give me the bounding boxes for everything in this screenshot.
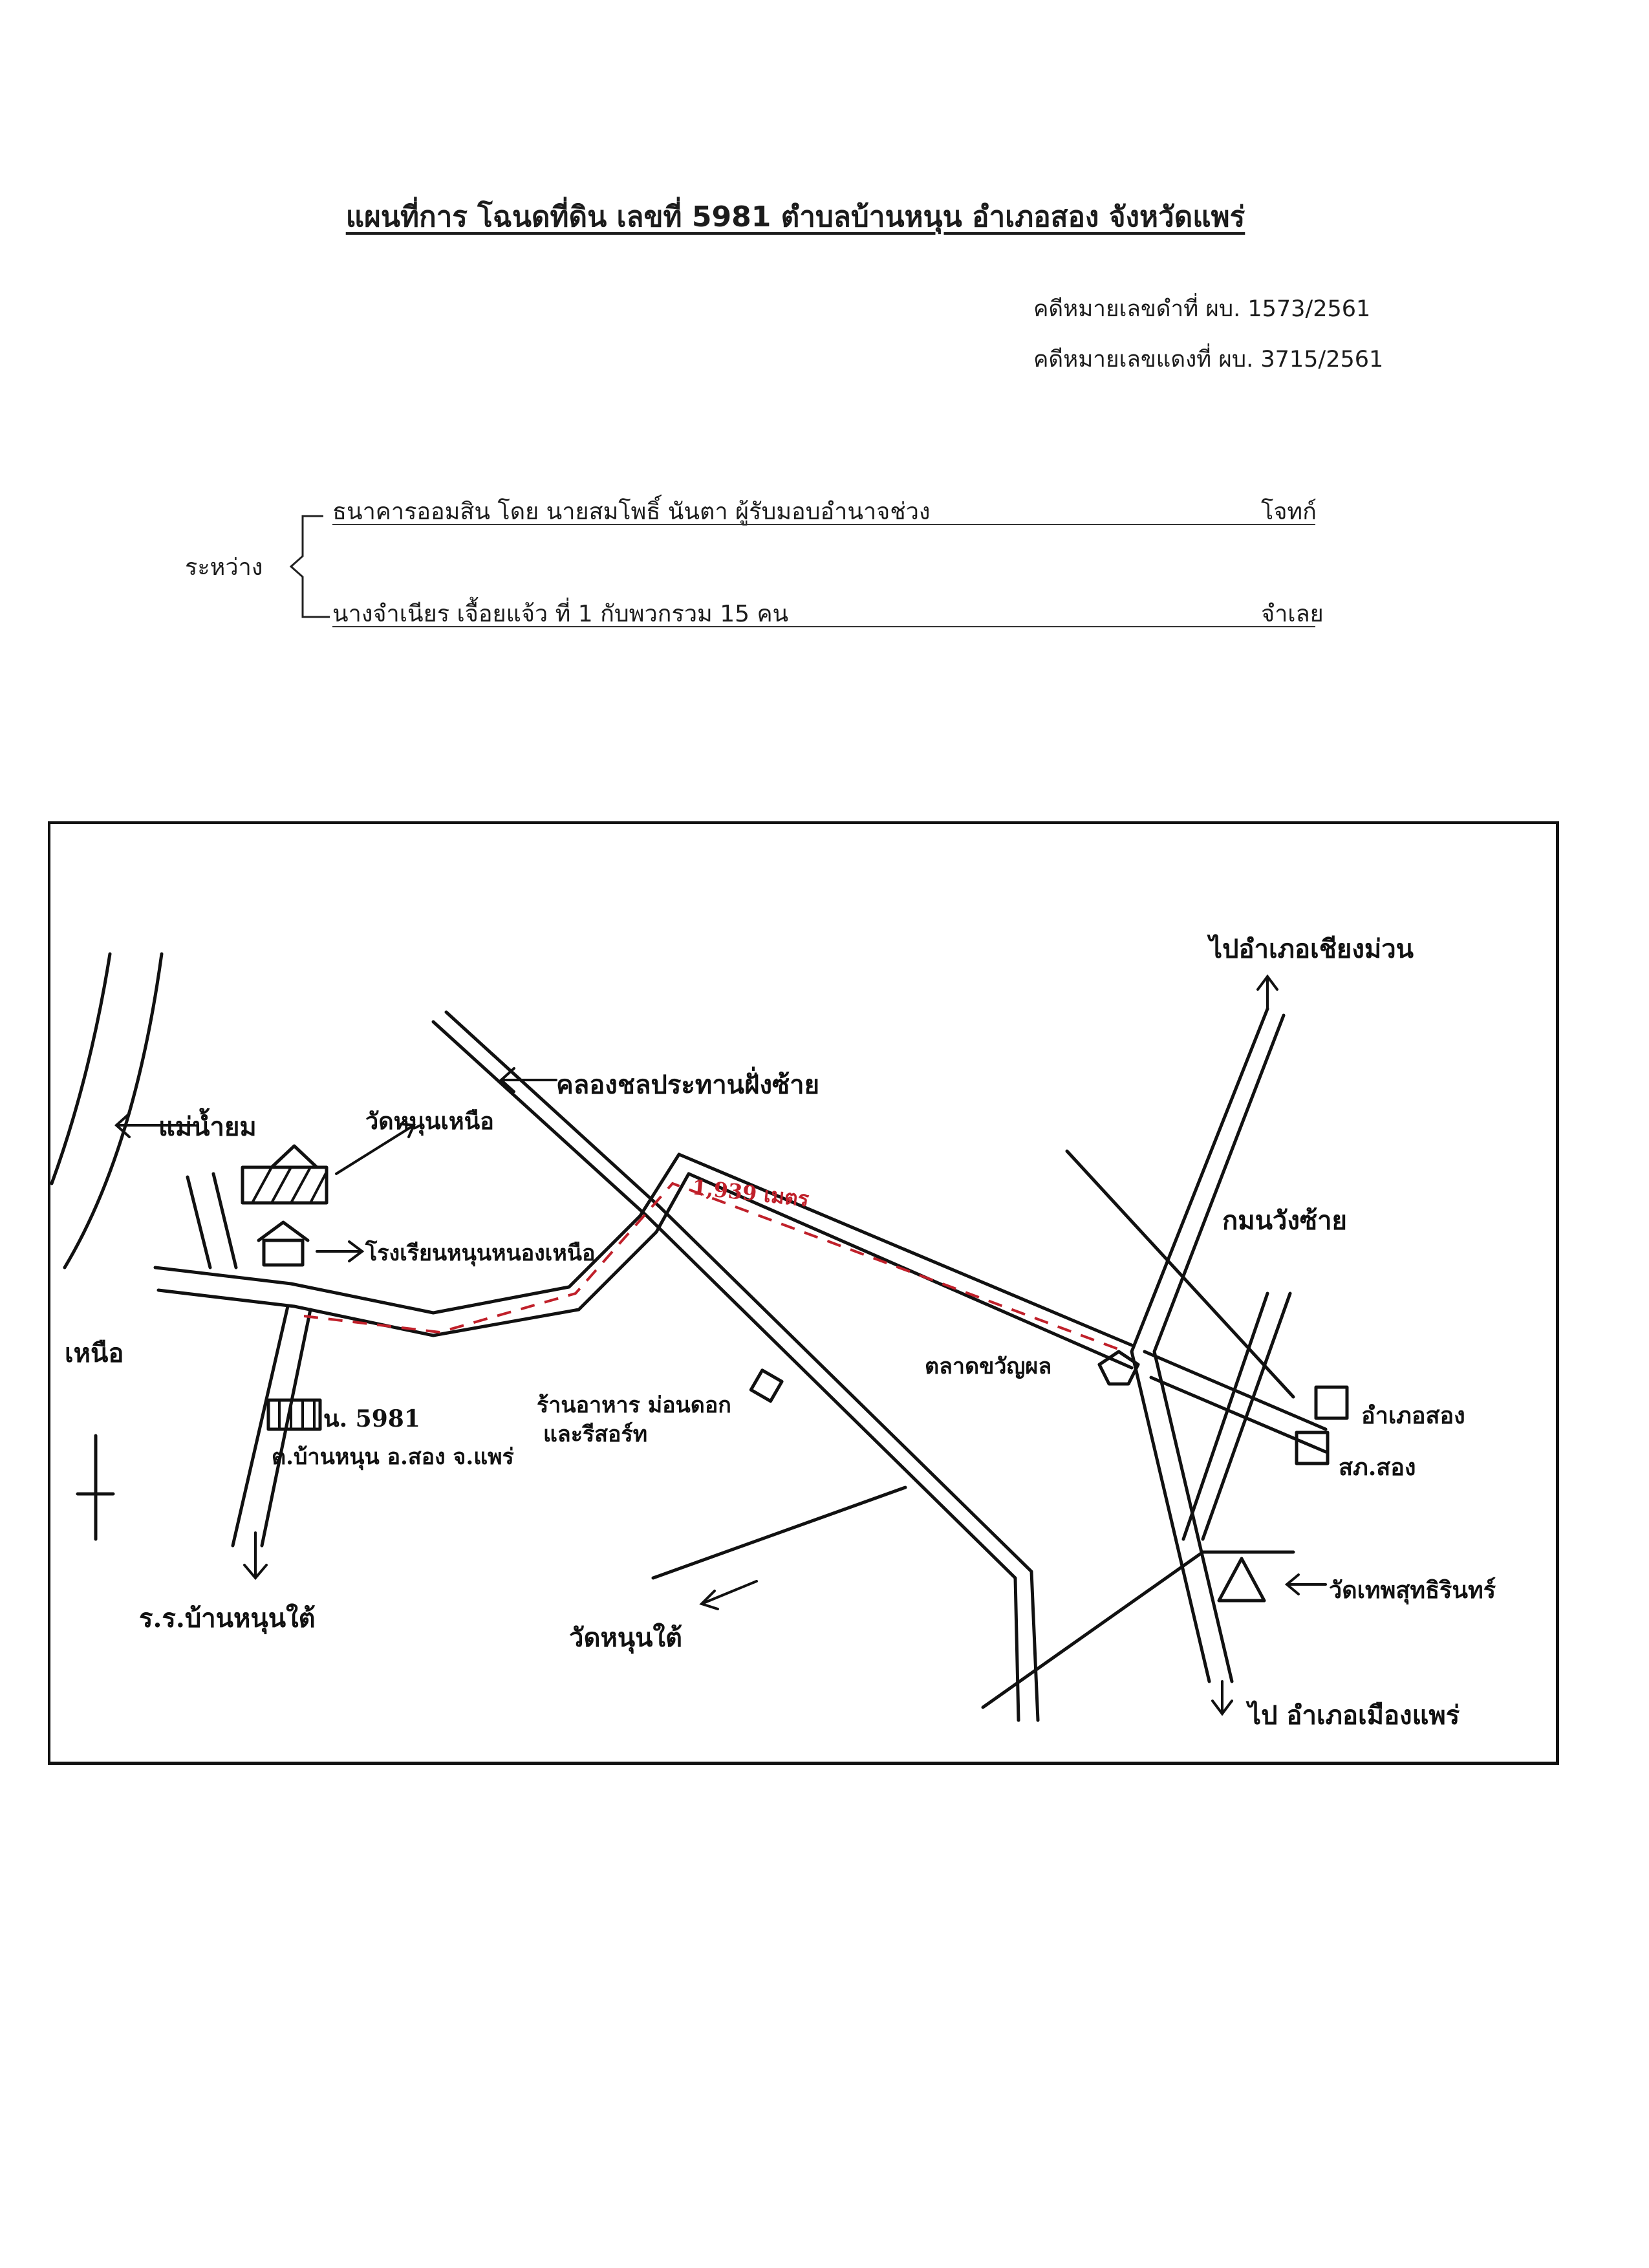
parcel-box <box>266 1398 322 1431</box>
temple-east-triangle <box>1217 1557 1266 1603</box>
plaintiff-name: ธนาคารออมสิน โดย นายสมโพธิ์ นันตา ผู้รับ… <box>332 499 931 525</box>
school-south-arrow <box>243 1531 268 1581</box>
school-north-label: โรงเรียนหนุนหนองเหนือ <box>365 1240 596 1266</box>
shop-label-line2: และรีสอร์ท <box>543 1421 648 1447</box>
north-arrow-highway <box>1256 974 1278 1010</box>
red-case-number: คดีหมายเลขแดงที่ ผบ. 3715/2561 <box>1033 347 1384 373</box>
south-arrow-highway <box>1211 1680 1233 1716</box>
temple-north-roof <box>270 1144 319 1169</box>
road-south-a <box>231 1304 290 1548</box>
school-north-roof <box>257 1220 310 1242</box>
temple-east-arrow <box>1284 1573 1327 1595</box>
shop-label: ร้านอาหาร ม่อนดอก <box>537 1392 731 1418</box>
route-dashed <box>303 1182 1126 1353</box>
school-south-label: ร.ร.บ้านหนุนใต้ <box>139 1603 316 1634</box>
canal-arrow <box>499 1067 557 1093</box>
road-se-a <box>1181 1291 1269 1541</box>
highway-a <box>1130 1007 1269 1683</box>
left-turn-label: กมนวังซ้าย <box>1222 1205 1347 1236</box>
black-case-number: คดีหมายเลขดำที่ ผบ. 1573/2561 <box>1033 296 1371 322</box>
parcel-label: น. 5981 <box>323 1405 420 1432</box>
defendant-name: นางจำเนียร เจื้อยแจ้ว ที่ 1 กับพวกรวม 15… <box>332 601 789 627</box>
market-label: ตลาดขวัญผล <box>925 1354 1052 1379</box>
plaintiff-underline <box>332 523 1315 525</box>
map-frame <box>48 821 1559 1765</box>
shop-box <box>749 1368 784 1403</box>
school-north-house <box>262 1238 305 1267</box>
temple-north-arrow <box>335 1123 416 1175</box>
canal-line-a <box>431 1020 1020 1722</box>
school-north-arrow <box>316 1240 365 1262</box>
river-bank-left <box>50 952 112 1185</box>
to-phrae-label: ไป อำเภอเมืองแพร่ <box>1248 1700 1460 1731</box>
highway-b <box>1152 1013 1286 1683</box>
party-brace <box>289 515 330 618</box>
defendant-role: จำเลย <box>1261 601 1324 627</box>
road-west-a <box>153 1152 1134 1347</box>
road-north-b <box>211 1172 238 1269</box>
river-bank-right <box>63 952 164 1269</box>
between-label: ระหว่าง <box>185 554 263 581</box>
canal-label: คลองชลประทานฝั่งซ้าย <box>556 1070 820 1100</box>
temple-north-label: วัดหนุนเหนือ <box>365 1108 494 1135</box>
river-label: แม่น้ำยม <box>158 1112 257 1142</box>
temple-south-arrow <box>699 1580 758 1610</box>
parcel-location-label: ต.บ้านหนุน อ.สอง จ.แพร่ <box>272 1444 514 1470</box>
temple-north-hatch <box>251 1166 328 1204</box>
page-title: แผนที่การ โฉนดที่ดิน เลขที่ 5981 ตำบลบ้า… <box>345 200 1245 233</box>
temple-north-box <box>241 1165 329 1205</box>
temple-east-label: วัดเทพสุทธิรินทร์ <box>1329 1577 1496 1604</box>
defendant-underline <box>332 625 1315 627</box>
river-arrow <box>114 1112 195 1138</box>
road-se-b <box>1201 1291 1292 1541</box>
police-box <box>1295 1431 1330 1465</box>
police-label: สภ.สอง <box>1339 1454 1416 1481</box>
market-marker <box>1097 1350 1140 1386</box>
temple-south-label: วัดหนุนใต้ <box>569 1623 682 1653</box>
compass-needle <box>76 1434 115 1541</box>
road-sw-a <box>651 1485 907 1580</box>
road-east-a <box>1065 1149 1295 1399</box>
plaintiff-role: โจทก์ <box>1261 499 1317 525</box>
road-sw-b <box>981 1550 1205 1709</box>
north-label: เหนือ <box>65 1338 124 1368</box>
road-west-b <box>156 1172 1134 1370</box>
road-north-a <box>186 1175 212 1269</box>
canal-line-b <box>444 1010 1040 1722</box>
to-chiang-muan-label: ไปอำเภอเชียงม่วน <box>1209 934 1414 964</box>
parcel-hatch <box>278 1399 316 1431</box>
district-office-label: อำเภอสอง <box>1361 1402 1465 1429</box>
district-office-box <box>1314 1385 1349 1420</box>
